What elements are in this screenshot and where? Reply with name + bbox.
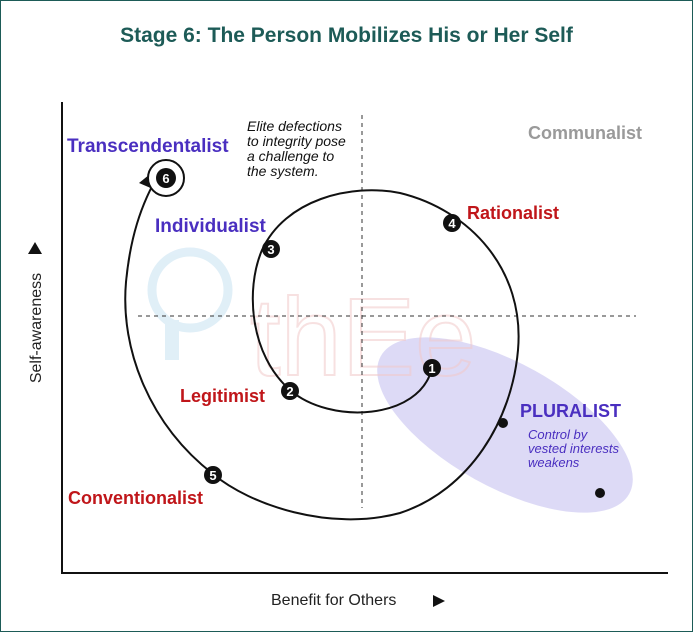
watermark-logo: thEe — [147, 247, 477, 400]
label-communalist: Communalist — [528, 123, 643, 143]
marker-3: 3 — [262, 240, 280, 258]
marker-1: 1 — [423, 359, 441, 377]
triangle-up-icon — [28, 242, 42, 254]
ellipse-dot — [595, 488, 605, 498]
marker-2: 2 — [281, 382, 299, 400]
svg-text:1: 1 — [428, 361, 435, 376]
x-axis-label: Benefit for Others — [271, 592, 397, 609]
triangle-right-icon — [433, 595, 445, 607]
y-axis-label: Self-awareness — [28, 272, 45, 384]
label-conventionalist: Conventionalist — [68, 488, 204, 508]
label-individualist: Individualist — [155, 216, 266, 237]
page-title: Stage 6: The Person Mobilizes His or Her… — [120, 24, 573, 47]
marker-5: 5 — [204, 466, 222, 484]
spiral-path — [124, 171, 520, 521]
svg-text:2: 2 — [286, 384, 293, 399]
watermark-text: thEe — [250, 276, 476, 399]
label-pluralist: PLURALIST — [520, 401, 621, 421]
pluralist-dot — [498, 418, 508, 428]
label-rationalist: Rationalist — [467, 203, 560, 223]
marker-4: 4 — [443, 214, 461, 232]
label-legitimist: Legitimist — [180, 386, 266, 406]
note-vested-interests: Control by vested interests weakens — [528, 427, 620, 470]
svg-text:4: 4 — [448, 216, 456, 231]
svg-text:6: 6 — [162, 171, 169, 186]
svg-text:5: 5 — [209, 468, 216, 483]
label-transcendentalist: Transcendentalist — [67, 136, 229, 157]
svg-text:3: 3 — [267, 242, 274, 257]
note-elite-defections: Elite defections to integrity pose a cha… — [247, 118, 346, 179]
marker-6: 6 — [147, 159, 185, 197]
